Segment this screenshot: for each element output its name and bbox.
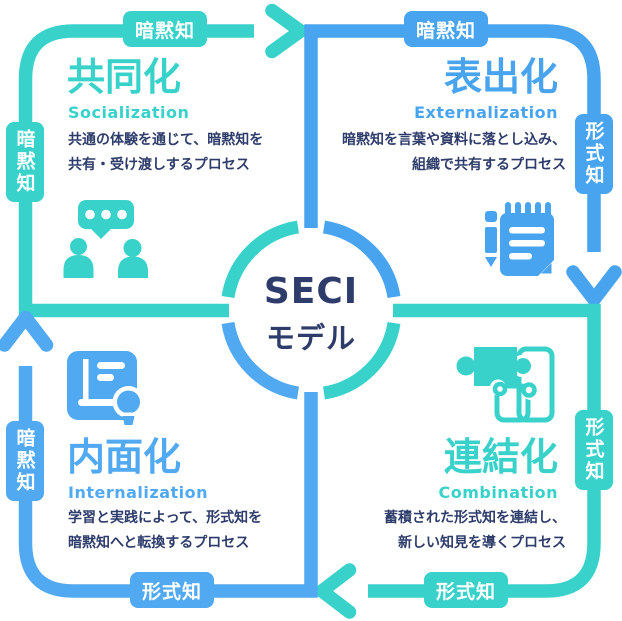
explicit-label-right-upper: 形式知 — [575, 114, 613, 194]
combination-title: 連結化 — [443, 435, 558, 479]
puzzle-icon — [456, 346, 555, 423]
socialization-description-line1: 共通の体験を通じて、暗黙知を — [68, 132, 264, 148]
socialization-subtitle: Socialization — [68, 103, 190, 122]
tacit-label-left-upper: 暗黙知 — [6, 122, 44, 202]
combination-flow-arrow — [315, 303, 601, 619]
internalization-title: 内面化 — [67, 435, 182, 479]
socialization-description: 共通の体験を通じて、暗黙知を 共有・受け渡しするプロセス — [68, 128, 263, 178]
up-arrowhead-icon — [0, 310, 54, 352]
socialization-flow-arrow — [18, 3, 308, 318]
internalization-description: 学習と実践によって、形式知を 暗黙知へと転換するプロセス — [68, 506, 262, 556]
center-label: SECI モデル — [227, 274, 395, 357]
combination-subtitle: Combination — [438, 483, 558, 502]
right-arrowhead-icon — [265, 3, 308, 59]
internalization-description-line1: 学習と実践によって、形式知を — [68, 510, 263, 526]
tacit-label-left-lower: 暗黙知 — [6, 421, 44, 501]
people-chat-icon — [63, 200, 148, 278]
tacit-label-top-left: 暗黙知 — [123, 11, 207, 47]
combination-description-line1: 蓄積された形式知を連結し、 — [384, 510, 566, 526]
center-title: SECI — [263, 271, 359, 312]
down-arrowhead-icon — [566, 265, 622, 307]
externalization-flow-arrow — [304, 24, 622, 307]
combination-description-line2: 新しい知見を導くプロセス — [398, 535, 566, 551]
externalization-description-line1: 暗黙知を言葉や資料に落とし込み、 — [342, 132, 566, 148]
externalization-description-line2: 組織で共有するプロセス — [412, 157, 566, 173]
center-ring-arc-bottom-right — [322, 321, 401, 400]
combination-description: 蓄積された形式知を連結し、 新しい知見を導くプロセス — [384, 506, 566, 556]
center-ring-arc-top-left — [221, 220, 300, 299]
internalization-description-line2: 暗黙知へと転換するプロセス — [68, 535, 250, 551]
externalization-title: 表出化 — [443, 55, 558, 99]
explicit-label-bottom-right: 形式知 — [424, 572, 508, 608]
notepad-pencil-icon — [485, 202, 554, 276]
tacit-label-top-right: 暗黙知 — [404, 11, 488, 47]
center-ring-arc-top-right — [322, 220, 401, 299]
explicit-label-right-lower: 形式知 — [575, 410, 613, 490]
socialization-description-line2: 共有・受け渡しするプロセス — [68, 157, 250, 173]
center-ring-arc-bottom-left — [221, 321, 300, 400]
externalization-description: 暗黙知を言葉や資料に落とし込み、 組織で共有するプロセス — [342, 128, 566, 178]
externalization-subtitle: Externalization — [414, 103, 558, 122]
left-arrowhead-icon — [315, 563, 357, 619]
center-ring — [221, 220, 401, 400]
socialization-title: 共同化 — [67, 55, 182, 99]
internalization-flow-arrow — [0, 310, 318, 598]
internalization-subtitle: Internalization — [68, 483, 209, 502]
explicit-label-bottom-left: 形式知 — [130, 572, 214, 608]
center-subtitle: モデル — [265, 321, 356, 355]
book-bulb-icon — [67, 351, 145, 425]
